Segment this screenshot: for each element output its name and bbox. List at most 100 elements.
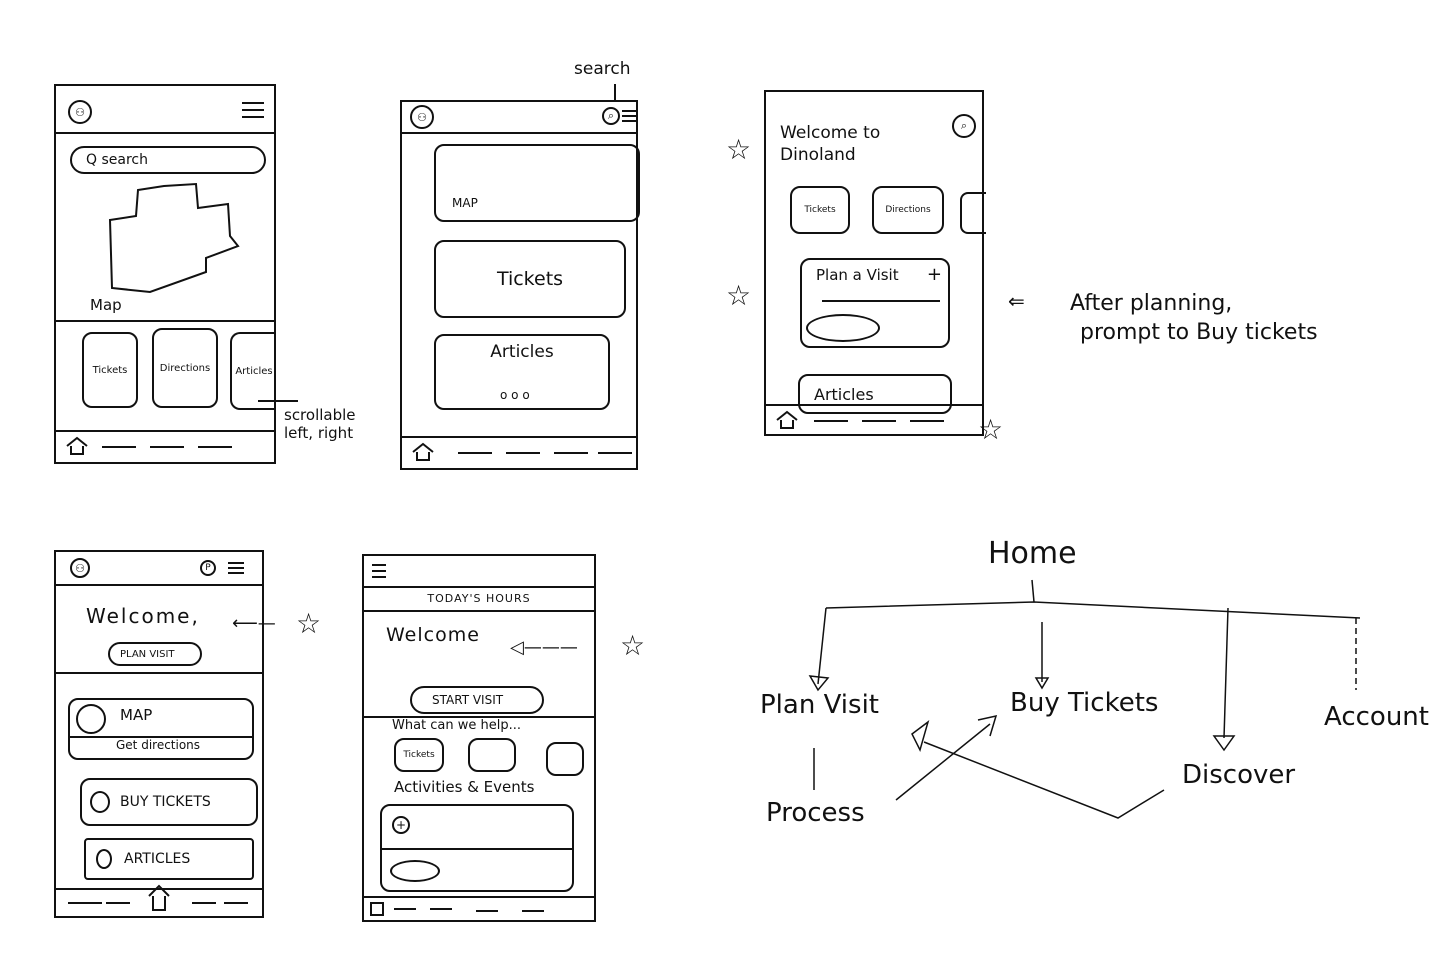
article-icon — [96, 849, 112, 869]
arrow-buy-tickets — [1034, 677, 1050, 690]
wireframe-home-v2: ⚇ ⌕ MAP Tickets Articles o o o — [400, 100, 640, 470]
top-bar: ⚇ ⌕ — [402, 102, 636, 134]
sitemap-node-home: Home — [988, 536, 1077, 571]
top-bar: ⚇ P — [56, 552, 262, 586]
annotation-arrow — [614, 84, 616, 114]
annotation-line-1: After planning, — [1070, 291, 1233, 316]
action-button[interactable] — [806, 314, 880, 342]
chip-tickets[interactable]: Tickets — [790, 186, 850, 234]
arrow-plan-visit — [808, 675, 830, 692]
wireframe-home-v3: ⌕ Welcome to Dinoland Tickets Directions… — [764, 90, 986, 436]
pager-dots[interactable]: o o o — [500, 388, 530, 402]
map-card[interactable]: MAP Get directions — [68, 698, 254, 760]
help-heading: What can we help... — [392, 718, 522, 733]
divider — [382, 848, 572, 850]
sitemap-node-plan-visit: Plan Visit — [760, 690, 879, 720]
card-articles[interactable]: Articles — [230, 332, 276, 410]
sitemap-node-buy-tickets: Buy Tickets — [1010, 688, 1159, 718]
profile-icon[interactable]: ⚇ — [410, 105, 434, 129]
activities-heading: Activities & Events — [394, 778, 535, 796]
help-chip-tickets[interactable]: Tickets — [394, 738, 444, 772]
hours-banner[interactable]: TODAY'S HOURS — [364, 586, 594, 612]
location-icon[interactable]: P — [200, 560, 216, 576]
add-icon[interactable]: + — [926, 264, 942, 285]
divider — [56, 672, 262, 674]
annotation-scrollable: scrollable left, right — [284, 406, 356, 442]
map-shape[interactable] — [106, 180, 246, 300]
buy-tickets-card[interactable]: BUY TICKETS — [80, 778, 258, 826]
map-label: MAP — [120, 706, 153, 724]
annotation-after-planning: After planning, prompt to Buy tickets — [1070, 290, 1318, 347]
search-icon[interactable]: ⌕ — [952, 114, 976, 138]
bottom-nav — [402, 436, 636, 468]
edge-process-buy — [895, 723, 991, 801]
input-line — [822, 300, 940, 302]
articles-card[interactable]: Articles — [434, 334, 610, 410]
tickets-card[interactable]: Tickets — [434, 240, 626, 318]
hamburger-menu-icon[interactable] — [372, 564, 386, 578]
plan-visit-card[interactable]: Plan a Visit + — [800, 258, 950, 348]
map-card[interactable]: MAP — [434, 144, 640, 222]
annotation-arrow: ⟵— — [232, 613, 276, 634]
map-icon — [76, 704, 106, 734]
arrow-discover-plan — [911, 720, 930, 753]
bottom-nav — [364, 896, 594, 920]
card-tickets[interactable]: Tickets — [82, 332, 138, 408]
edge-discover-plan — [923, 741, 1165, 819]
arrow-discover — [1212, 735, 1236, 752]
map-label: Map — [90, 296, 122, 314]
wireframe-home-v5: TODAY'S HOURS Welcome START VISIT What c… — [362, 554, 596, 922]
annotation-arrow: ◁——— — [510, 637, 578, 658]
event-card[interactable]: + — [380, 804, 574, 892]
edge-plan-visit — [817, 607, 827, 685]
welcome-heading: Welcome, — [86, 604, 200, 628]
welcome-heading: Welcome to Dinoland — [780, 123, 881, 166]
add-icon[interactable]: + — [392, 816, 410, 834]
home-icon[interactable] — [412, 442, 434, 462]
top-bar: ⚇ — [56, 86, 274, 134]
bottom-nav — [56, 430, 274, 462]
sitemap-node-account: Account — [1324, 702, 1429, 732]
star-icon: ☆ — [620, 629, 646, 662]
hamburger-menu-icon[interactable] — [622, 110, 636, 122]
chip-directions[interactable]: Directions — [872, 186, 944, 234]
edge-discover — [1223, 607, 1229, 739]
hamburger-menu-icon[interactable] — [242, 102, 264, 118]
profile-icon[interactable]: ⚇ — [68, 100, 92, 124]
arrow-process-buy — [977, 714, 998, 737]
help-chip-2[interactable] — [468, 738, 516, 772]
get-directions-link[interactable]: Get directions — [116, 738, 201, 752]
star-icon: ☆ — [726, 133, 752, 166]
search-input[interactable]: Q search — [70, 146, 266, 174]
divider — [70, 736, 252, 738]
home-icon[interactable] — [776, 410, 798, 430]
top-bar — [364, 556, 594, 588]
bottom-nav — [766, 404, 982, 434]
wireframe-home-v1: ⚇ Q search Map Tickets Directions Articl… — [54, 84, 276, 464]
search-icon[interactable]: ⌕ — [602, 107, 620, 125]
plan-visit-label: Plan a Visit — [816, 266, 899, 284]
card-directions[interactable]: Directions — [152, 328, 218, 408]
buy-tickets-label: BUY TICKETS — [120, 794, 211, 810]
bottom-nav — [56, 884, 262, 916]
chip-more[interactable] — [960, 192, 986, 234]
star-icon: ☆ — [978, 413, 1004, 446]
articles-card[interactable]: ARTICLES — [84, 838, 254, 880]
home-icon[interactable] — [66, 436, 88, 456]
home-icon[interactable] — [370, 902, 384, 916]
star-icon: ☆ — [296, 607, 322, 640]
hamburger-menu-icon[interactable] — [228, 562, 244, 574]
divider — [56, 320, 274, 322]
home-icon[interactable] — [148, 884, 170, 912]
help-chip-3[interactable] — [546, 742, 584, 776]
annotation-pointer — [258, 400, 298, 402]
articles-card[interactable]: Articles — [798, 374, 952, 414]
start-visit-button[interactable]: START VISIT — [410, 686, 544, 714]
articles-label: ARTICLES — [124, 851, 191, 867]
event-button[interactable] — [390, 860, 440, 882]
profile-icon[interactable]: ⚇ — [70, 558, 90, 578]
plan-visit-button[interactable]: PLAN VISIT — [108, 642, 202, 666]
divider — [364, 716, 594, 718]
annotation-search: search — [574, 59, 631, 79]
